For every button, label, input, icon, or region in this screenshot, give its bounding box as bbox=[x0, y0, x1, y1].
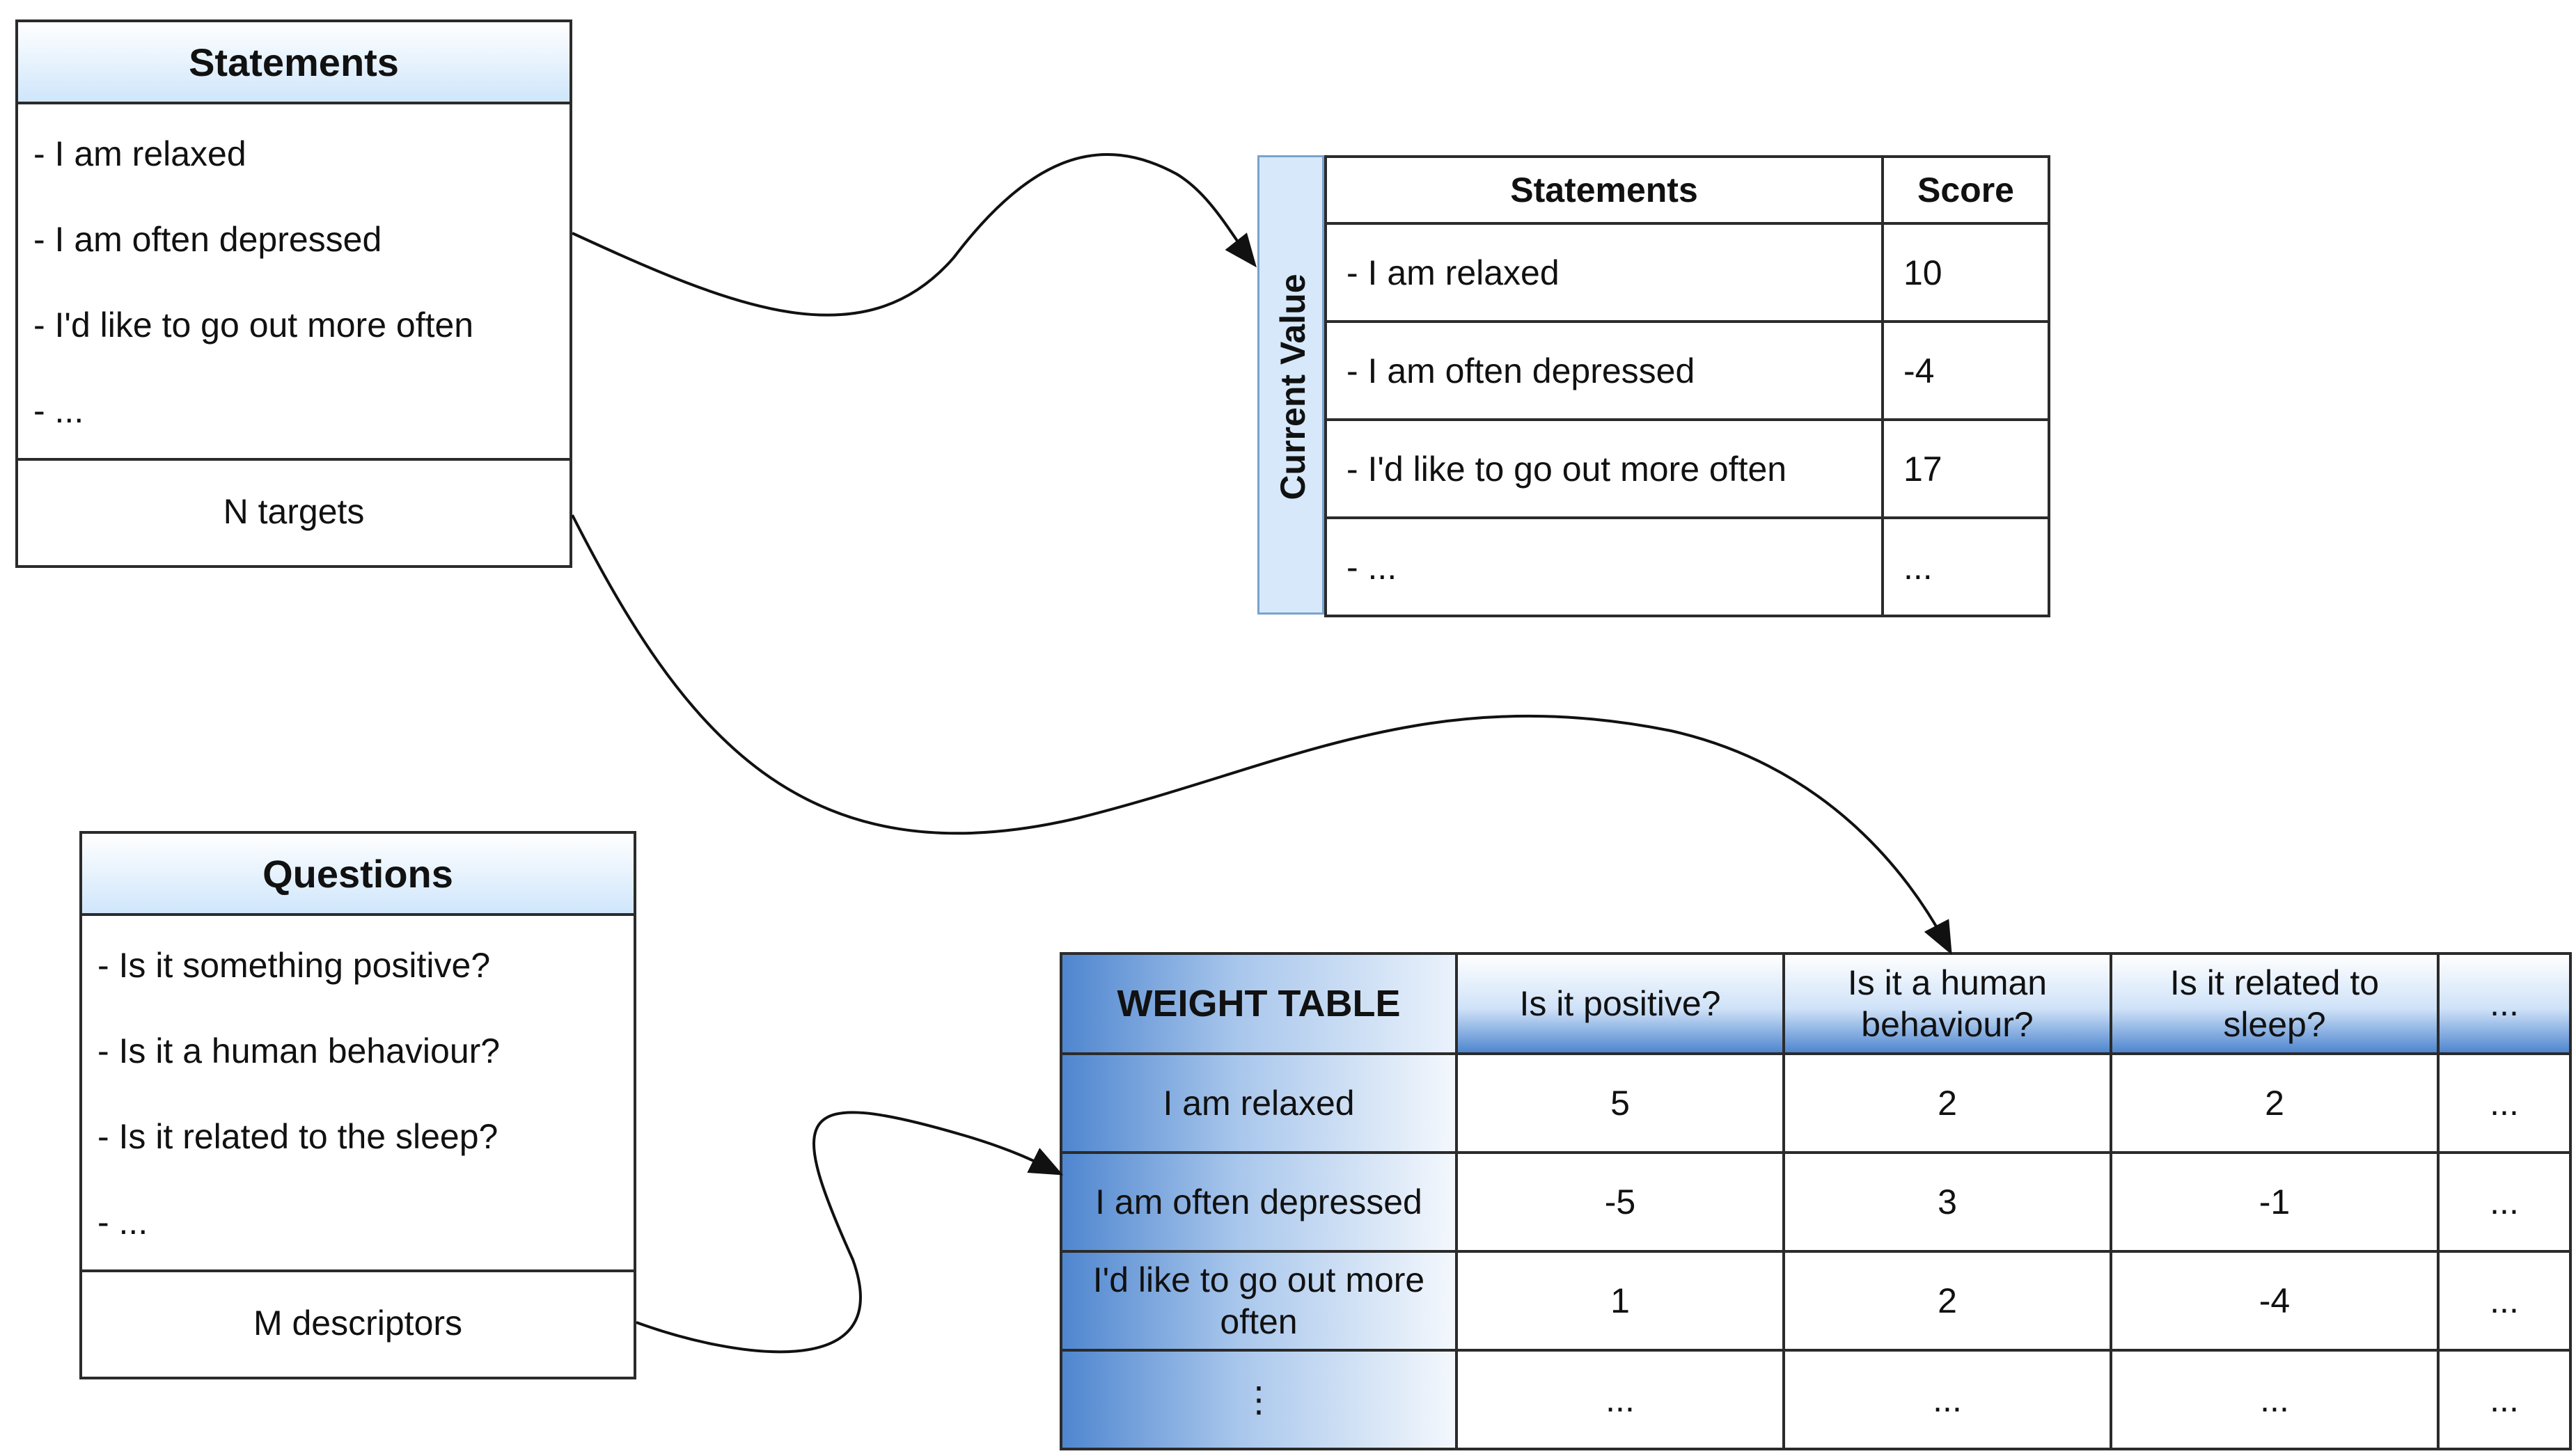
score-cell: 10 bbox=[1881, 222, 2050, 323]
statements-box-title: Statements bbox=[18, 22, 570, 104]
list-item: - ... bbox=[33, 391, 84, 430]
table-row: ⋮ ... ... ... ... bbox=[1060, 1349, 2572, 1450]
weight-table-title: WEIGHT TABLE bbox=[1060, 952, 1458, 1055]
table-row: I'd like to go out more often 1 2 -4 ... bbox=[1060, 1250, 2572, 1352]
arrow-statements-to-current-value bbox=[572, 153, 1257, 317]
statements-box: Statements - I am relaxed - I am often d… bbox=[15, 19, 572, 568]
weight-cell: -5 bbox=[1455, 1151, 1785, 1253]
weight-cell: 2 bbox=[1782, 1052, 2112, 1154]
list-item: - Is it related to the sleep? bbox=[97, 1117, 498, 1156]
column-header: Is it a human behaviour? bbox=[1782, 952, 2112, 1055]
weight-cell: ... bbox=[1782, 1349, 2112, 1450]
row-header: ⋮ bbox=[1060, 1349, 1458, 1450]
list-item: - I am often depressed bbox=[33, 220, 382, 259]
weight-cell: ... bbox=[2110, 1349, 2440, 1450]
row-header: I am relaxed bbox=[1060, 1052, 1458, 1154]
statement-cell: - I'd like to go out more often bbox=[1324, 418, 1884, 519]
row-header: I am often depressed bbox=[1060, 1151, 1458, 1253]
list-item: - I'd like to go out more often bbox=[33, 306, 474, 345]
table-row: - I am relaxed 10 bbox=[1324, 222, 2050, 323]
score-cell: -4 bbox=[1881, 320, 2050, 421]
statement-cell: - ... bbox=[1324, 516, 1884, 617]
table-row: - I am often depressed -4 bbox=[1324, 320, 2050, 421]
table-row: I am often depressed -5 3 -1 ... bbox=[1060, 1151, 2572, 1253]
weight-cell: ... bbox=[2437, 1151, 2572, 1253]
column-header: Is it positive? bbox=[1455, 952, 1785, 1055]
current-value-label: Current Value bbox=[1273, 274, 1312, 500]
statement-cell: - I am relaxed bbox=[1324, 222, 1884, 323]
questions-box-footer: M descriptors bbox=[253, 1304, 463, 1343]
list-item: - ... bbox=[97, 1203, 148, 1242]
weight-table: WEIGHT TABLE Is it positive? Is it a hum… bbox=[1060, 952, 2572, 1450]
column-header: Score bbox=[1881, 155, 2050, 225]
weight-cell: 1 bbox=[1455, 1250, 1785, 1352]
current-value-table: Statements Score - I am relaxed 10 - I a… bbox=[1324, 155, 2050, 617]
arrow-descriptors-to-weight-table bbox=[636, 1111, 1064, 1354]
weight-cell: -1 bbox=[2110, 1151, 2440, 1253]
column-header: Statements bbox=[1324, 155, 1884, 225]
row-header: I'd like to go out more often bbox=[1060, 1250, 1458, 1352]
list-item: - I am relaxed bbox=[33, 134, 246, 173]
table-row: I am relaxed 5 2 2 ... bbox=[1060, 1052, 2572, 1154]
weight-cell: ... bbox=[2437, 1052, 2572, 1154]
weight-cell: 2 bbox=[1782, 1250, 2112, 1352]
weight-cell: ... bbox=[2437, 1250, 2572, 1352]
table-header-row: WEIGHT TABLE Is it positive? Is it a hum… bbox=[1060, 952, 2572, 1055]
questions-box-title: Questions bbox=[82, 834, 634, 916]
questions-list: - Is it something positive? - Is it a hu… bbox=[82, 916, 634, 1272]
weight-cell: ... bbox=[2437, 1349, 2572, 1450]
list-item: - Is it a human behaviour? bbox=[97, 1031, 501, 1070]
weight-cell: -4 bbox=[2110, 1250, 2440, 1352]
list-item: - Is it something positive? bbox=[97, 946, 491, 985]
weight-cell: 2 bbox=[2110, 1052, 2440, 1154]
column-header: ... bbox=[2437, 952, 2572, 1055]
questions-box: Questions - Is it something positive? - … bbox=[79, 831, 636, 1379]
column-header: Is it related to sleep? bbox=[2110, 952, 2440, 1055]
table-row: - I'd like to go out more often 17 bbox=[1324, 418, 2050, 519]
table-row: - ... ... bbox=[1324, 516, 2050, 617]
current-value-band: Current Value bbox=[1257, 155, 1324, 615]
statements-list: - I am relaxed - I am often depressed - … bbox=[18, 104, 570, 461]
score-cell: ... bbox=[1881, 516, 2050, 617]
table-header-row: Statements Score bbox=[1324, 155, 2050, 225]
weight-cell: 3 bbox=[1782, 1151, 2112, 1253]
weight-cell: ... bbox=[1455, 1349, 1785, 1450]
statements-box-footer: N targets bbox=[223, 492, 365, 531]
weight-cell: 5 bbox=[1455, 1052, 1785, 1154]
statement-cell: - I am often depressed bbox=[1324, 320, 1884, 421]
current-value-panel: Current Value Statements Score - I am re… bbox=[1257, 155, 2050, 617]
score-cell: 17 bbox=[1881, 418, 2050, 519]
